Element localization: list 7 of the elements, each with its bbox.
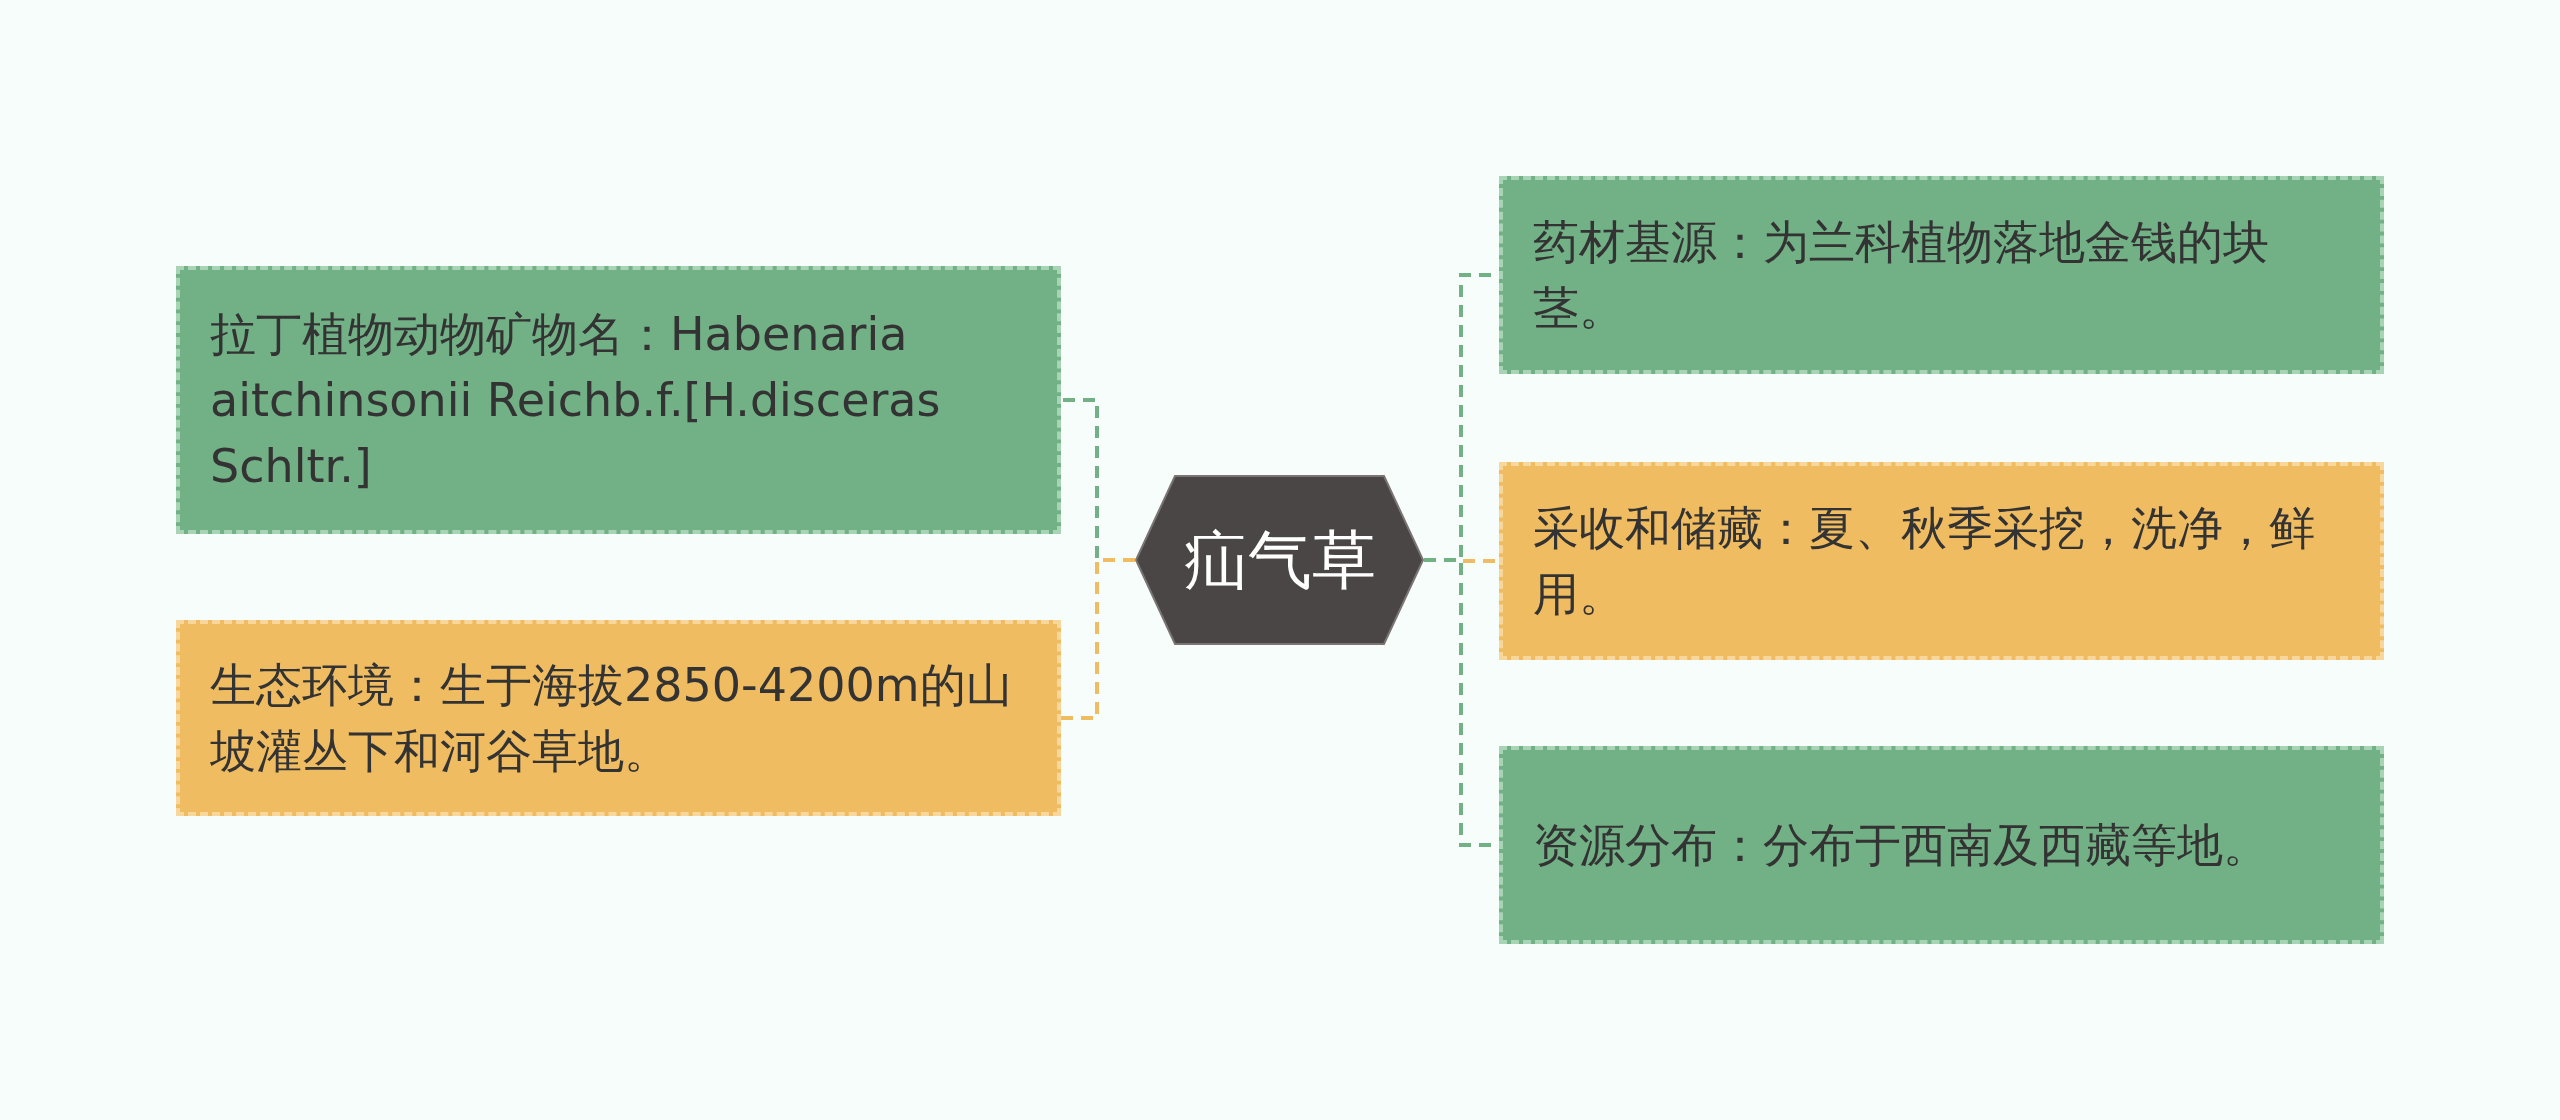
topic-card: 采收和储藏：夏、秋季采挖，洗净，鲜用。 xyxy=(1499,462,2384,660)
topic-card: 拉丁植物动物矿物名：Habenaria aitchinsonii Reichb.f.[H.disceras Schltr.] xyxy=(176,266,1061,534)
topic-card: 药材基源：为兰科植物落地金钱的块茎。 xyxy=(1499,176,2384,374)
topic-card: 资源分布：分布于西南及西藏等地。 xyxy=(1499,746,2384,944)
central-topic-hexagon: 疝气草 xyxy=(1135,475,1424,645)
connector-line xyxy=(1061,558,1135,720)
topic-card: 生态环境：生于海拔2850-4200m的山坡灌丛下和河谷草地。 xyxy=(176,620,1061,816)
